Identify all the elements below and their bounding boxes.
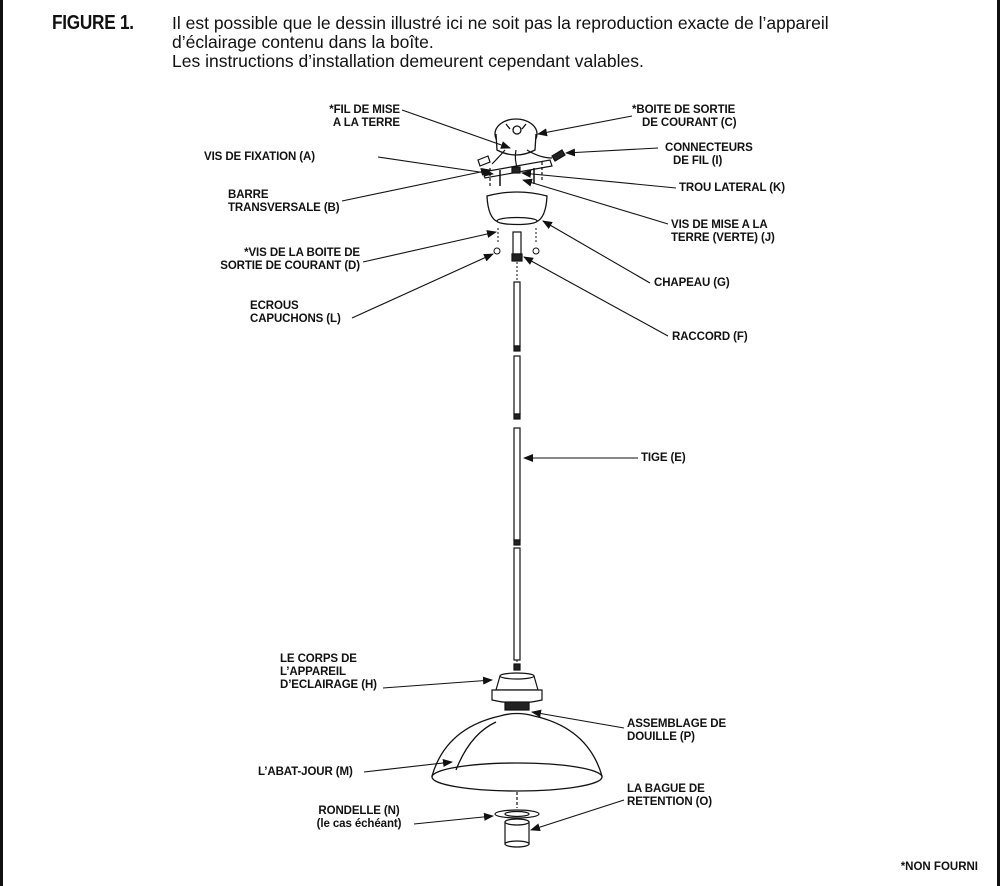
caption-line: Les instructions d’installation demeuren…: [172, 51, 644, 71]
figure-number: FIGURE 1.: [52, 12, 134, 34]
label-washer: RONDELLE (N)(le cas échéant): [316, 805, 402, 830]
label-stem: TIGE (E): [641, 452, 686, 464]
caption-line: Il est possible que le dessin illustré i…: [172, 13, 829, 33]
leader-lines: [341, 109, 677, 832]
canopy: [486, 191, 548, 226]
label-canopy: CHAPEAU (G): [654, 277, 730, 289]
footnote-not-supplied: *NON FOURNI: [900, 861, 978, 873]
label-mounting-screws: VIS DE FIXATION (A): [204, 151, 315, 163]
label-coupling: RACCORD (F): [672, 331, 748, 343]
outlet-box: [494, 118, 538, 156]
figure-caption: Il est possible que le dessin illustré i…: [172, 14, 992, 71]
mounting-screws: [499, 168, 535, 186]
shade: [431, 712, 603, 792]
label-shade: L’ABAT-JOUR (M): [258, 766, 353, 778]
washer-ring: [494, 792, 540, 848]
caption-line: d’éclairage contenu dans la boîte.: [172, 32, 434, 52]
stems: [513, 281, 521, 661]
coupling: [511, 231, 523, 262]
label-side-hole: TROU LATERAL (K): [679, 182, 785, 194]
fixture-body: [491, 663, 543, 711]
crossbar: [482, 159, 553, 186]
wire-connectors: [477, 149, 566, 167]
outlet-box-screws: [493, 228, 540, 255]
